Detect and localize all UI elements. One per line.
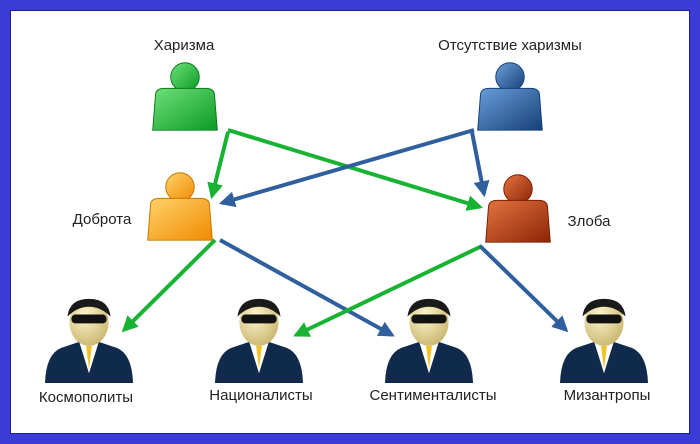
arrow-malice-to-misanthropes: [478, 244, 569, 333]
no-charisma-user-icon: [477, 62, 543, 131]
kindness-user-icon: [147, 172, 213, 241]
misanthropes-label: Мизантропы: [564, 387, 651, 404]
arrow-charisma-to-malice: [227, 128, 484, 211]
charisma-user-icon: [152, 62, 218, 131]
arrow-kindness-to-cosmopolitans: [121, 238, 217, 333]
arrow-malice-to-nationalists: [293, 244, 483, 337]
sentimentalists-label: Сентименталисты: [370, 387, 497, 404]
cosmopolitans-label: Космополиты: [39, 389, 133, 406]
malice-user-icon: [485, 174, 551, 243]
sentimentalists-person-icon: [385, 298, 473, 383]
misanthropes-person-icon: [560, 298, 648, 383]
arrow-kindness-to-sentimentalists: [219, 238, 395, 337]
arrow-charisma-to-kindness: [207, 131, 230, 200]
nationalists-label: Националисты: [209, 387, 312, 404]
nationalists-person-icon: [215, 298, 303, 383]
arrow-nocharisma-to-kindness: [218, 128, 475, 208]
charisma-label: Харизма: [154, 37, 215, 54]
kindness-label: Доброта: [73, 211, 132, 228]
no-charisma-label: Отсутствие харизмы: [438, 37, 582, 54]
arrows: [121, 128, 569, 337]
cosmopolitans-person-icon: [45, 298, 133, 383]
arrow-nocharisma-to-malice: [470, 131, 490, 198]
malice-label: Злоба: [568, 213, 612, 230]
